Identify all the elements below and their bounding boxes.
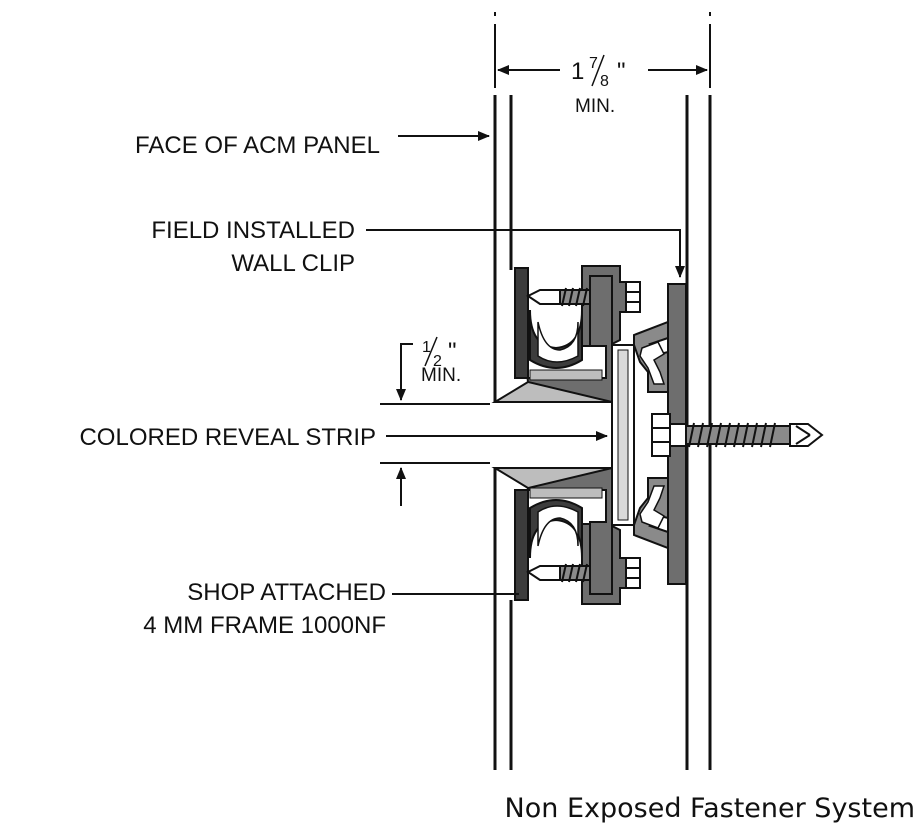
top-width-denominator: 8 — [600, 73, 609, 90]
upper-frame — [491, 264, 613, 404]
reveal-strip — [611, 344, 635, 526]
lower-frame-screw — [526, 557, 641, 589]
top-width-numerator: 7 — [589, 55, 598, 72]
top-width-whole: 1 — [571, 58, 584, 85]
reveal-denominator: 2 — [433, 353, 442, 370]
label-shop-attached-line1: SHOP ATTACHED — [187, 579, 386, 606]
lower-frame — [491, 466, 613, 604]
diagram-caption: Non Exposed Fastener System — [505, 793, 915, 824]
label-field-installed-line2: WALL CLIP — [231, 250, 355, 277]
reveal-numerator: 1 — [422, 339, 431, 356]
top-width-dimension: 1 7 8 " MIN. — [497, 54, 708, 117]
label-face-of-acm-panel: FACE OF ACM PANEL — [135, 132, 380, 159]
wall-fastener-screw — [651, 413, 824, 457]
top-width-note: MIN. — [575, 96, 615, 117]
top-width-unit: " — [617, 58, 626, 85]
dimension-extension-lines — [494, 12, 711, 88]
reveal-note: MIN. — [421, 365, 461, 386]
reveal-dimension: 1 2 " MIN. — [380, 336, 490, 506]
label-colored-reveal-strip: COLORED REVEAL STRIP — [79, 424, 376, 451]
leader-lines — [366, 131, 685, 595]
label-field-installed-line1: FIELD INSTALLED — [151, 217, 355, 244]
label-shop-attached-line2: 4 MM FRAME 1000NF — [143, 612, 386, 639]
reveal-unit: " — [448, 338, 457, 365]
upper-frame-screw — [526, 281, 641, 313]
